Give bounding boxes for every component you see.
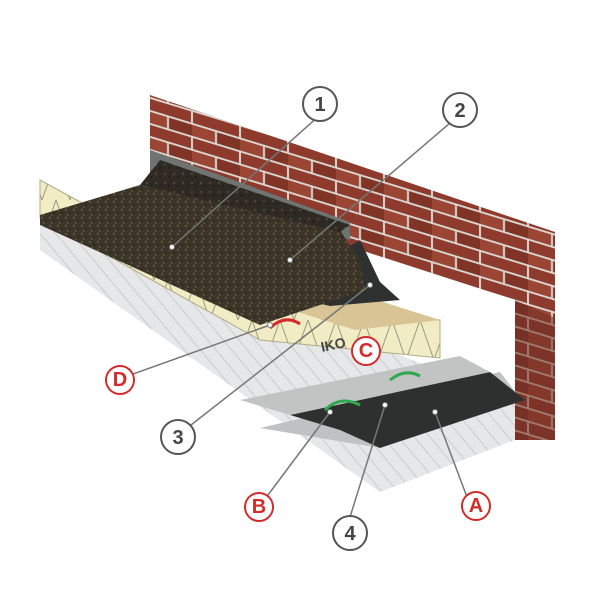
callout-a: A — [461, 491, 491, 521]
leader-line-a — [434, 411, 471, 506]
svg-text:2: 2 — [454, 100, 465, 122]
primer-layer — [240, 356, 490, 415]
brand-label: IKO — [319, 334, 347, 355]
callout-b: B — [244, 492, 274, 522]
callout-1: 1 — [302, 86, 338, 122]
callout-3: 3 — [160, 419, 196, 455]
svg-text:1: 1 — [314, 94, 325, 116]
svg-text:3: 3 — [172, 427, 183, 449]
svg-text:B: B — [252, 496, 266, 518]
leader-line-4 — [349, 404, 386, 518]
vapour-barrier-layer — [290, 372, 525, 448]
leader-line-b — [261, 411, 331, 504]
cap-sheet-upstand — [140, 160, 350, 232]
leader-line-d — [121, 324, 271, 379]
svg-text:C: C — [359, 340, 373, 362]
callout-2: 2 — [442, 92, 478, 128]
brick-wall — [150, 95, 555, 440]
svg-text:A: A — [469, 495, 483, 517]
leader-dots — [169, 244, 438, 415]
callout-c: C — [351, 336, 381, 366]
leader-line-1 — [171, 114, 321, 248]
svg-text:4: 4 — [344, 523, 356, 545]
brick-wall-side — [515, 300, 555, 440]
callout-d: D — [105, 365, 135, 395]
leader-lines — [121, 114, 471, 518]
callout-4: 4 — [332, 515, 368, 551]
leader-line-3 — [181, 284, 371, 433]
green-fastener-c — [389, 371, 421, 382]
cap-sheet-membrane — [40, 185, 365, 325]
green-fastener-b — [323, 399, 361, 412]
leader-line-2 — [289, 122, 451, 261]
svg-text:D: D — [113, 369, 127, 391]
